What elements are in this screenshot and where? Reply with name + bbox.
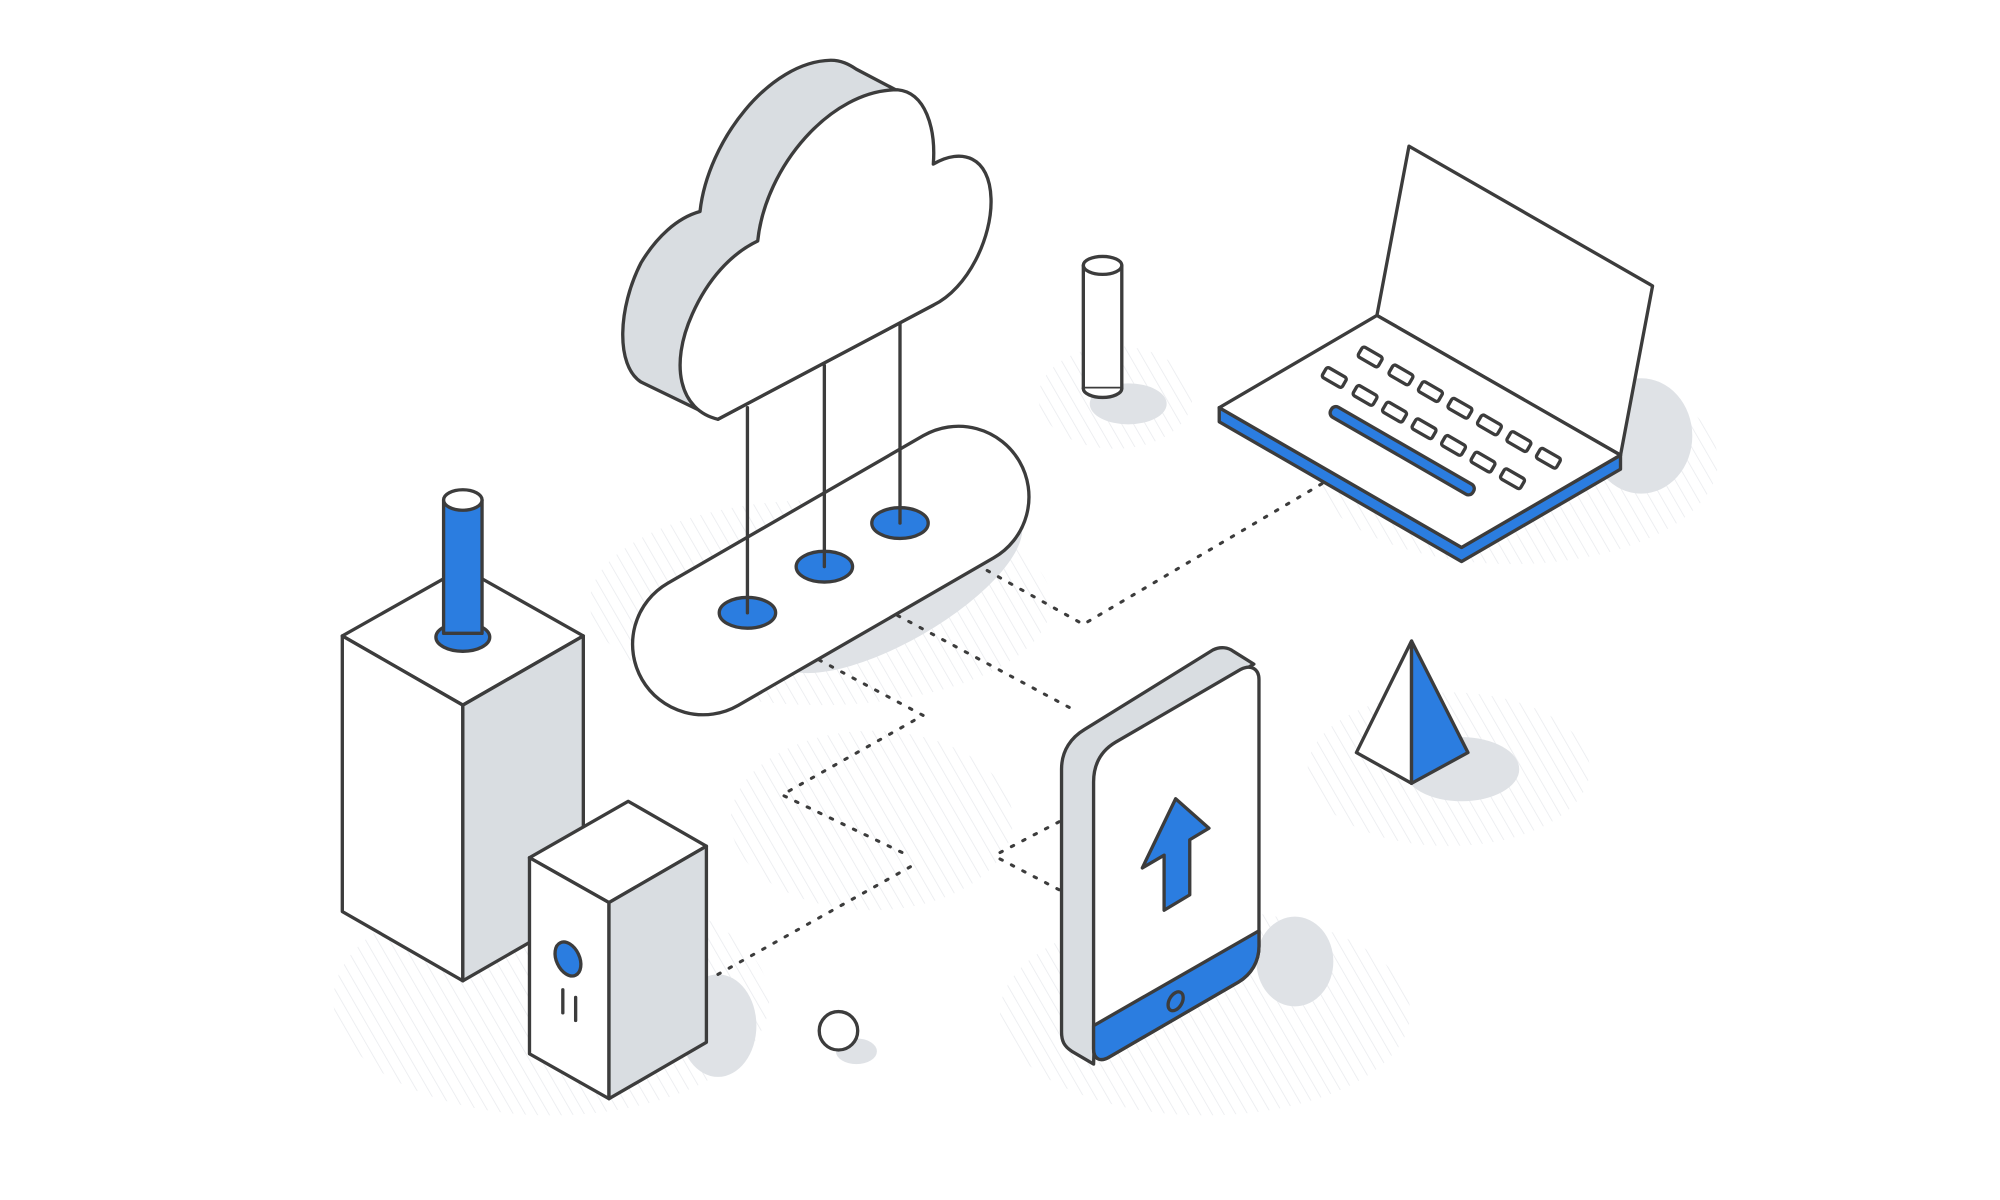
laptop-icon (1217, 144, 1655, 564)
tablet-upload-icon (1059, 646, 1261, 1066)
keyboard-keys (1320, 345, 1563, 491)
hub-platform-icon (630, 318, 1031, 717)
spacebar (1328, 404, 1476, 497)
cylinder-icon (1081, 254, 1124, 400)
sphere-icon (817, 1009, 860, 1052)
cloud-icon (621, 58, 993, 421)
connection-lines (716, 479, 1329, 976)
upload-arrow-icon (1140, 797, 1211, 912)
pyramid-icon (1354, 639, 1470, 785)
small-server-icon (527, 799, 709, 1101)
